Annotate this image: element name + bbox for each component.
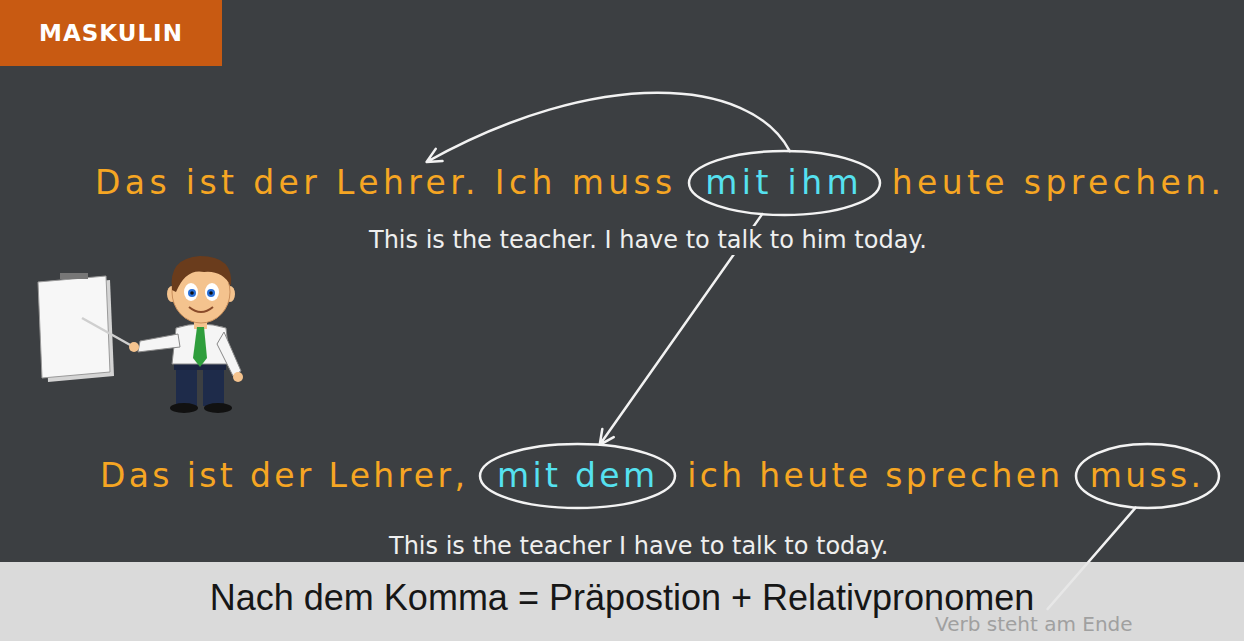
caption-band-text: Nach dem Komma = Präpostion + Relativpro… [210, 578, 1034, 618]
teacher-arm [138, 334, 180, 352]
sentence-text: Das ist der Lehrer. Ich muss [95, 164, 677, 202]
note-text: Verb steht am Ende [935, 612, 1133, 636]
sentence-text: heute sprechen. [892, 164, 1226, 202]
circled-phrase: mit ihm [687, 149, 882, 217]
pointer-stick [82, 318, 132, 346]
teacher-eye [205, 283, 219, 301]
circled-phrase: mit dem [478, 442, 677, 510]
sentence-row: Das ist der Lehrer. Ich muss mit ihm heute… [95, 143, 1225, 223]
teacher-hand [129, 342, 139, 352]
title-box: MASKULIN [0, 0, 222, 66]
teacher-mouth [189, 307, 213, 312]
teacher-pupil [188, 289, 196, 297]
teacher-pupil [207, 289, 215, 297]
teacher-leg [176, 368, 197, 406]
teacher-tie [193, 327, 207, 367]
teacher-leg [203, 368, 224, 406]
translation-text: This is the teacher I have to talk to to… [383, 532, 894, 561]
flipchart-clip [60, 273, 88, 279]
teacher-pupil [190, 291, 194, 295]
sentence-row: Das ist der Lehrer, mit dem ich heute spre… [100, 436, 1221, 516]
teacher-illustration [38, 256, 243, 413]
circle-outline [480, 444, 675, 508]
teacher-eye [184, 283, 198, 301]
teacher-shoe [204, 403, 232, 413]
circled-phrase-text: mit dem [497, 457, 659, 495]
circled-phrase: muss. [1074, 442, 1221, 510]
circled-phrase-text: muss. [1090, 457, 1205, 495]
title-box-text: MASKULIN [39, 20, 183, 46]
translation-text: This is the teacher. I have to talk to h… [363, 226, 933, 255]
circled-phrase-text: mit ihm [705, 164, 863, 202]
circle-outline [1076, 444, 1219, 508]
teacher-pupil [209, 291, 213, 295]
sentence-text: Das ist der Lehrer, [100, 457, 468, 495]
teacher-shoe [170, 403, 198, 413]
teacher-arm [217, 332, 241, 376]
circle-outline [689, 151, 880, 215]
teacher-hand [233, 372, 243, 382]
teacher-hair [172, 256, 232, 292]
leader-arrow [427, 93, 790, 162]
sentence-text: ich heute sprechen [687, 457, 1063, 495]
